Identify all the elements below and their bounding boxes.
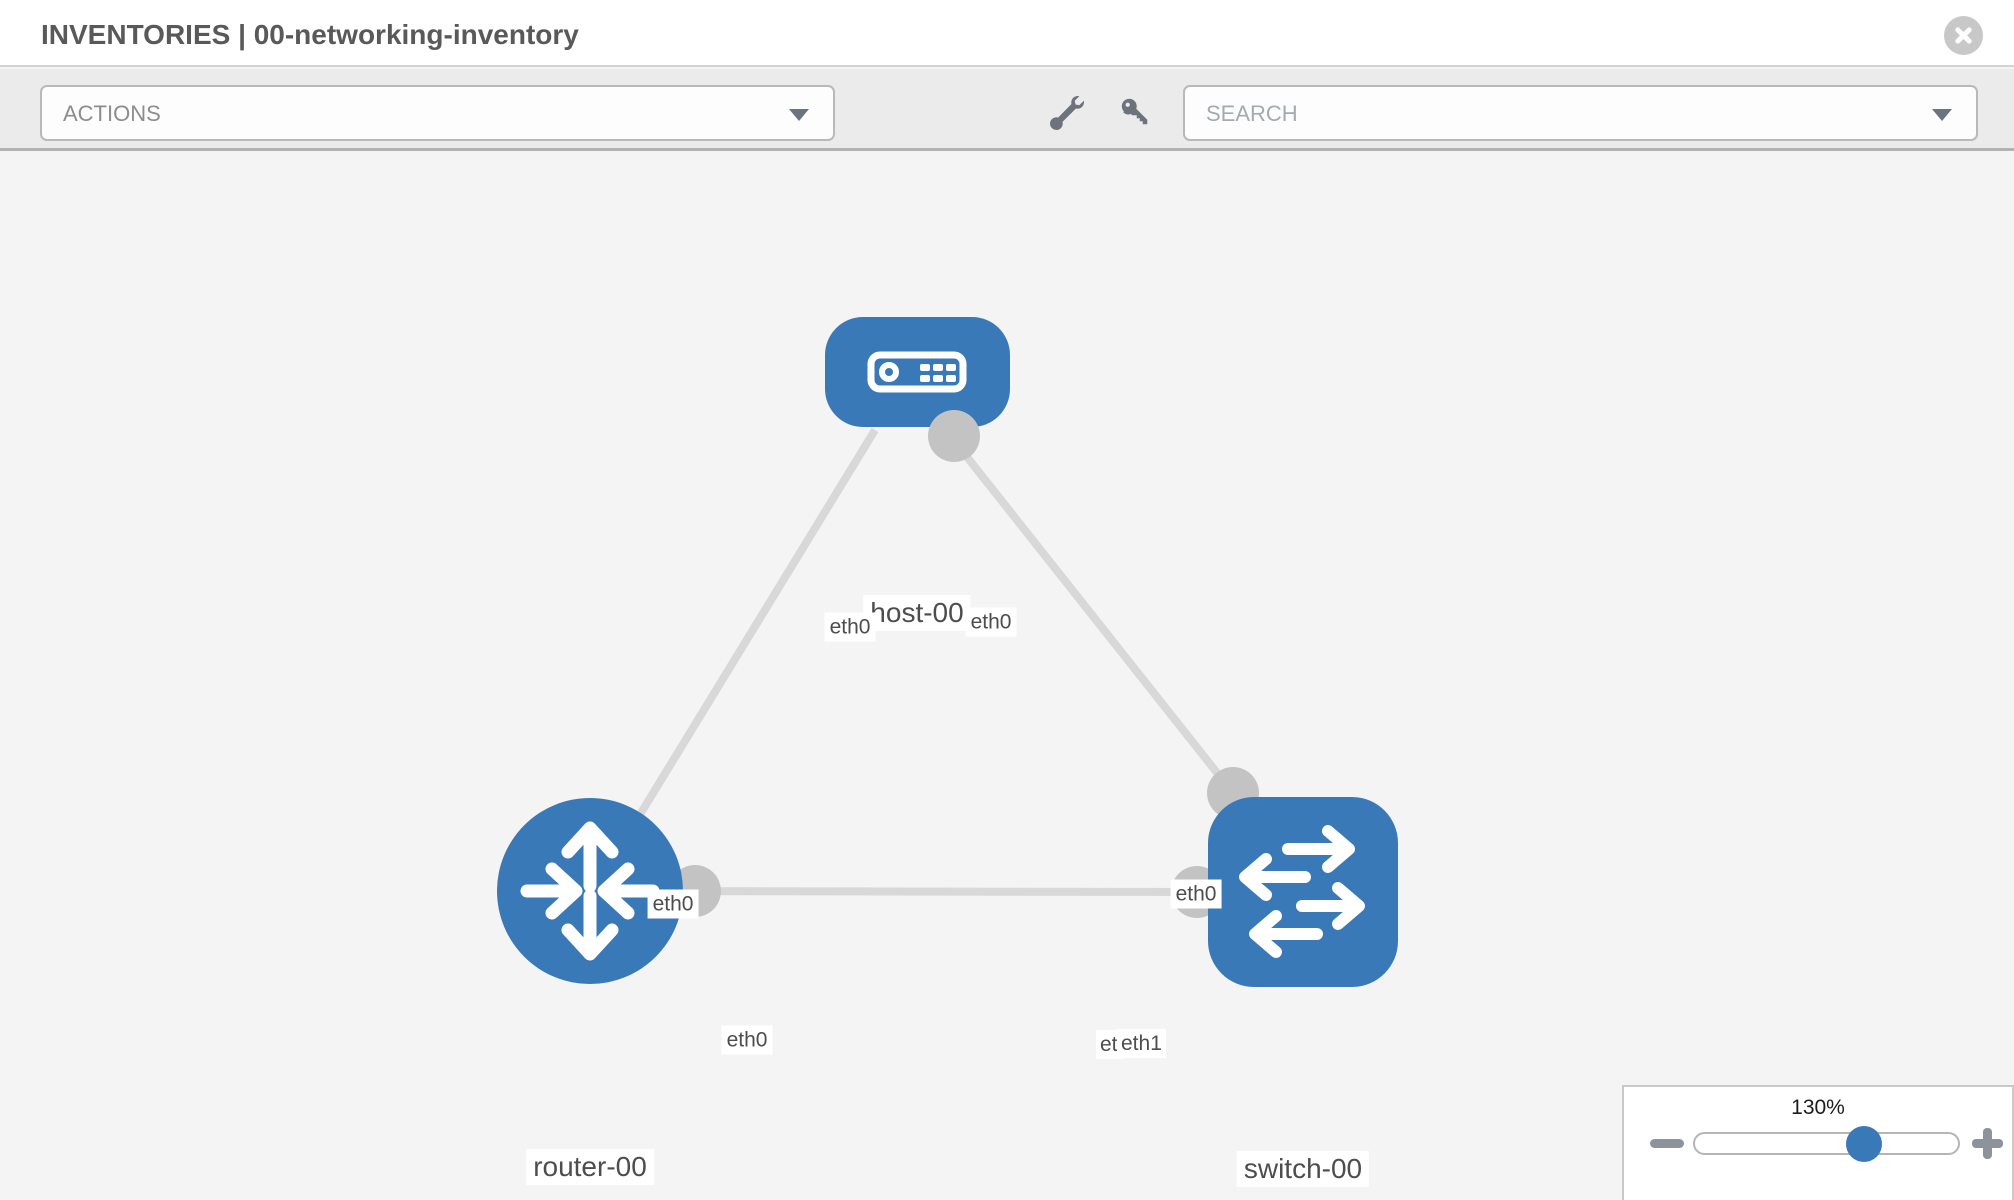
node-switch-00[interactable] xyxy=(1208,797,1398,987)
key-icon[interactable] xyxy=(1114,91,1158,135)
node-label-host: host-00 xyxy=(863,595,971,631)
host-icon xyxy=(867,351,967,393)
node-label-router: router-00 xyxy=(526,1149,654,1185)
zoom-out-minus-icon[interactable] xyxy=(1650,1139,1684,1148)
search-dropdown-label: SEARCH xyxy=(1206,101,1298,126)
interface-label-chip: eth0 xyxy=(824,612,876,642)
router-icon xyxy=(520,821,660,961)
zoom-slider-track[interactable] xyxy=(1693,1132,1960,1155)
chevron-down-icon xyxy=(789,109,809,121)
close-icon[interactable] xyxy=(1944,16,1983,55)
topology-canvas[interactable]: host-00 eth0 eth0 eth0 eth0 eth0 eth0 et… xyxy=(0,154,2014,1200)
interface-label-chip: eth0 xyxy=(721,1025,773,1055)
switch-icon xyxy=(1239,825,1365,958)
interface-connector-host-eth0 xyxy=(928,410,980,462)
search-dropdown[interactable]: SEARCH xyxy=(1183,85,1978,141)
interface-label-chip: eth0 xyxy=(1170,879,1222,909)
actions-dropdown-label: ACTIONS xyxy=(63,101,161,126)
node-label-switch: switch-00 xyxy=(1236,1151,1370,1187)
page-title: INVENTORIES | 00-networking-inventory xyxy=(41,19,579,50)
toolbar: ACTIONS SEARCH xyxy=(0,69,2014,151)
window-header: INVENTORIES | 00-networking-inventory xyxy=(0,0,2014,67)
topology-graph xyxy=(497,317,1398,987)
interface-label-chip: eth0 xyxy=(965,607,1017,637)
interface-label-chip: eth0 xyxy=(647,889,699,919)
zoom-level-label: 130% xyxy=(1791,1096,1845,1119)
zoom-control-panel: 130% xyxy=(1622,1085,2014,1200)
actions-dropdown[interactable]: ACTIONS xyxy=(40,85,835,141)
link-host-switch[interactable] xyxy=(944,430,1237,796)
node-router-00[interactable] xyxy=(497,798,683,984)
wrench-icon[interactable] xyxy=(1045,91,1089,135)
chevron-down-icon xyxy=(1932,109,1952,121)
plus-icon-bar xyxy=(1983,1128,1992,1159)
node-host-00[interactable] xyxy=(825,317,1010,427)
zoom-in-plus-icon[interactable] xyxy=(1972,1128,2003,1159)
interface-label-chip: eth1 xyxy=(1117,1029,1166,1058)
link-host-router[interactable] xyxy=(596,427,879,883)
zoom-slider-thumb[interactable] xyxy=(1846,1126,1882,1162)
